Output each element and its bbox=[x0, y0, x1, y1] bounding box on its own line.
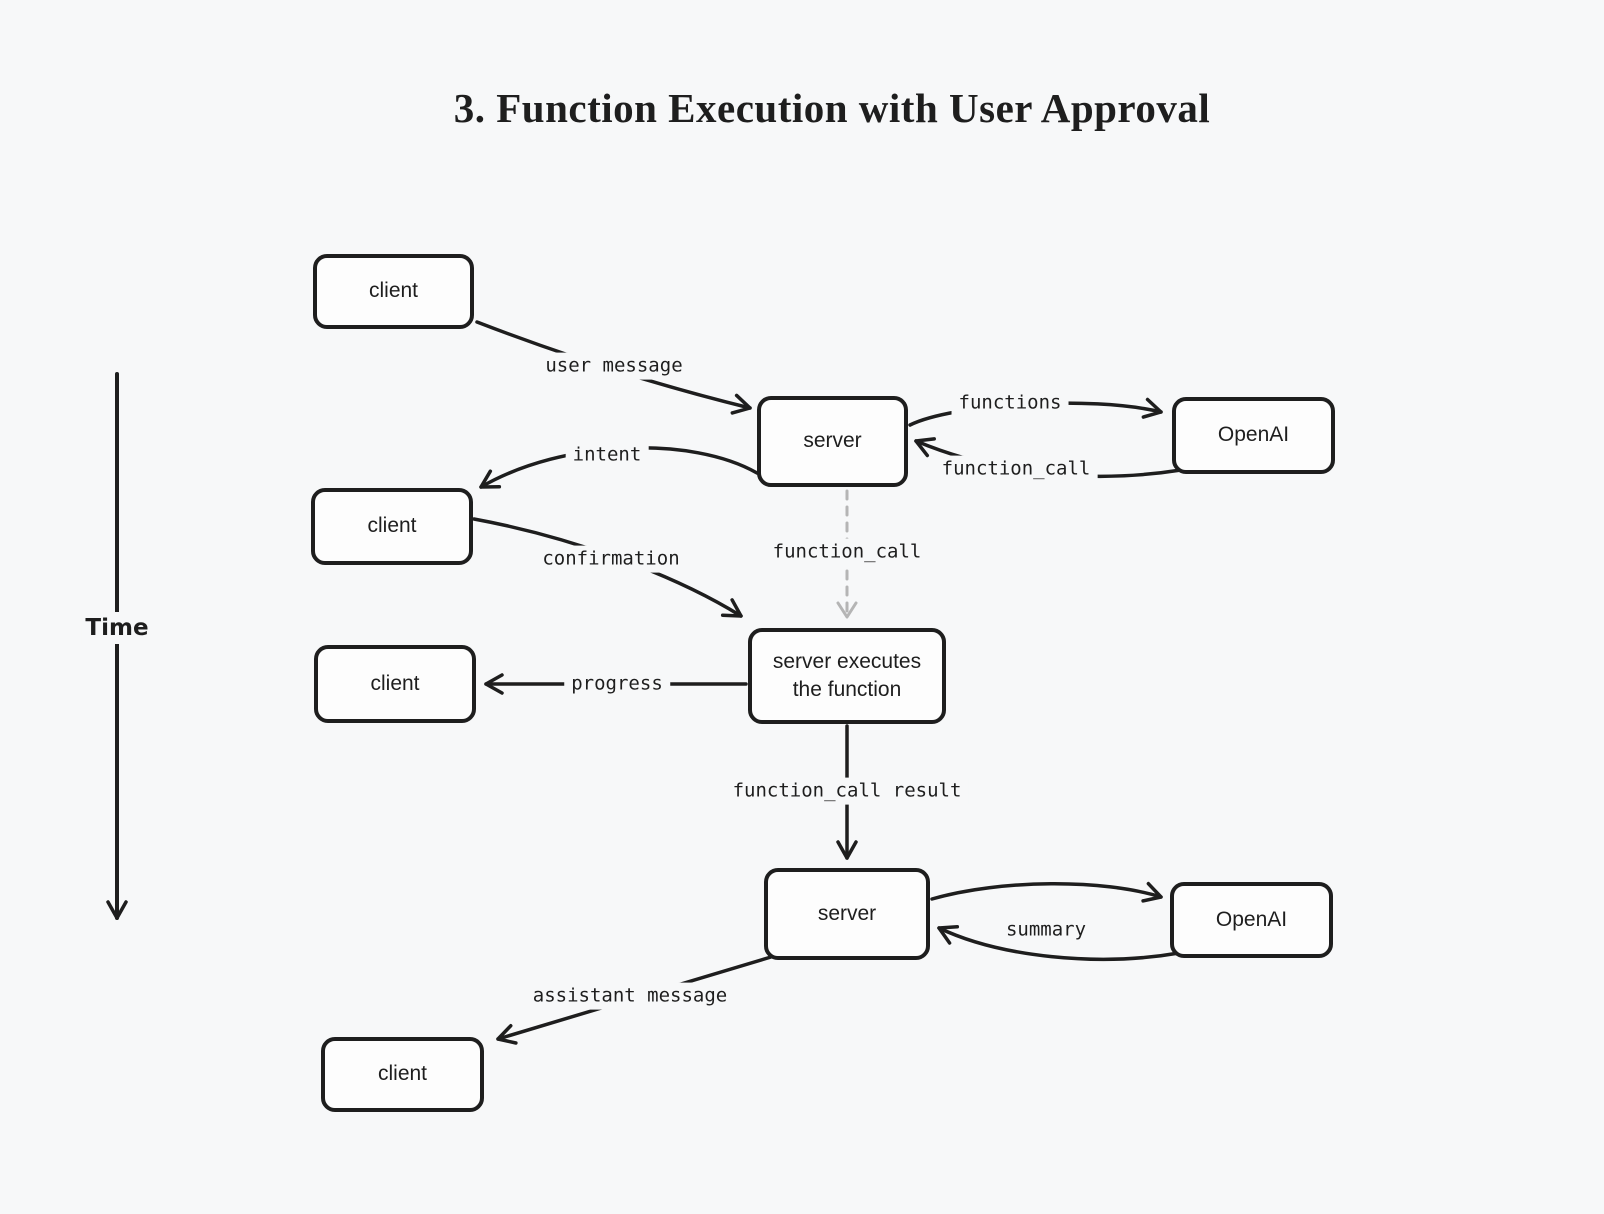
edge-summary bbox=[937, 924, 1181, 961]
edge-label-progress: progress bbox=[564, 670, 670, 698]
edge-label-assistant-message: assistant message bbox=[525, 982, 735, 1010]
node-server-executes-label-line2: the function bbox=[792, 678, 902, 701]
node-client-3: client bbox=[314, 645, 476, 723]
node-server-executes: server executes the function bbox=[748, 628, 946, 724]
edge-label-function-call-result: function_call result bbox=[725, 777, 969, 805]
node-client-3-label: client bbox=[370, 671, 420, 695]
node-server-2-label: server bbox=[817, 901, 877, 925]
node-openai-1: OpenAI bbox=[1172, 397, 1335, 474]
node-server-1-label: server bbox=[803, 429, 862, 453]
edge-label-function-call-mid: function_call bbox=[765, 538, 929, 566]
time-axis-label: Time bbox=[81, 612, 153, 644]
node-server-executes-label-line1: server executes bbox=[772, 649, 922, 673]
node-server-2: server bbox=[764, 868, 930, 960]
node-openai-1-label: OpenAI bbox=[1217, 423, 1290, 447]
node-openai-2-label: OpenAI bbox=[1215, 907, 1288, 931]
node-client-4-label: client bbox=[377, 1062, 428, 1086]
node-client-2-label: client bbox=[367, 514, 417, 538]
node-client-4: client bbox=[321, 1037, 484, 1112]
node-client-2: client bbox=[311, 488, 473, 565]
edge-server-to-openai-2 bbox=[930, 881, 1163, 903]
node-client-1: client bbox=[313, 254, 474, 329]
edge-label-confirmation: confirmation bbox=[535, 545, 687, 573]
edge-label-user-message: user message bbox=[538, 352, 690, 380]
edge-label-intent: intent bbox=[565, 441, 649, 469]
node-server-1: server bbox=[757, 396, 908, 487]
edge-label-summary: summary bbox=[998, 916, 1094, 944]
diagram-title: 3. Function Execution with User Approval bbox=[453, 85, 1211, 131]
edge-label-function-call-top: function_call bbox=[934, 455, 1098, 483]
edge-label-functions: functions bbox=[951, 389, 1069, 417]
node-openai-2: OpenAI bbox=[1170, 882, 1333, 958]
node-client-1-label: client bbox=[368, 279, 419, 303]
